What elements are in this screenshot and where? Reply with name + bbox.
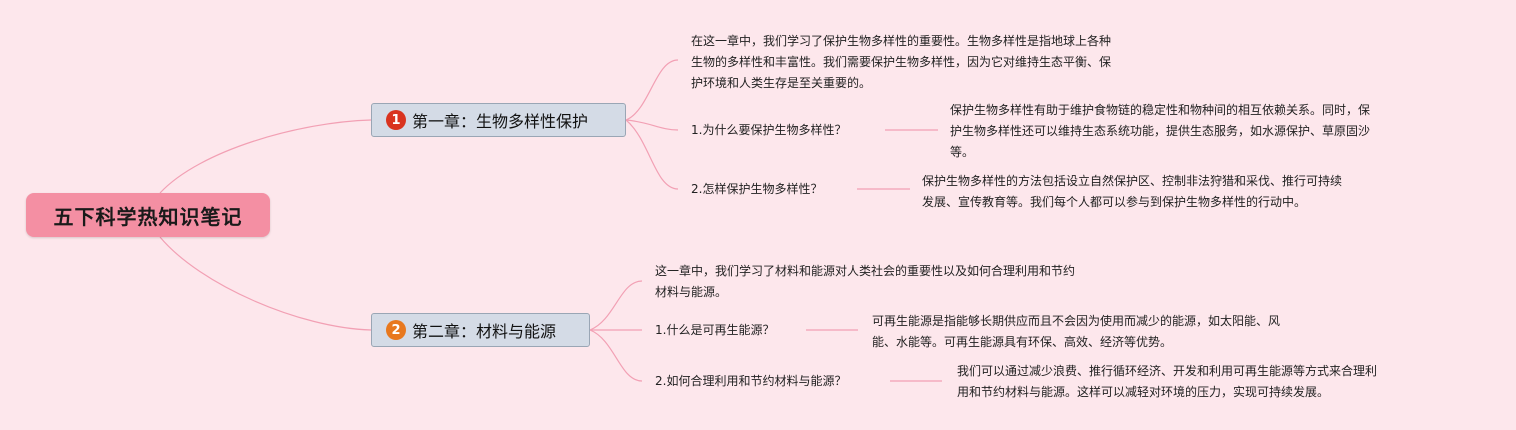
- chapter-2-answer-1[interactable]: 可再生能源是指能够长期供应而且不会因为使用而减少的能源，如太阳能、风 能、水能等…: [872, 314, 1281, 349]
- edge-root-chapter-1: [159, 119, 372, 194]
- chapter-1-answer-1[interactable]: 保护生物多样性有助于维护食物链的稳定性和物种间的相互依赖关系。同时，保 护生物多…: [950, 103, 1371, 159]
- chapter-2-question-2[interactable]: 2.如何合理利用和节约材料与能源？: [655, 374, 847, 388]
- edge-ch1-q1: [625, 119, 679, 131]
- chapter-1-summary[interactable]: 在这一章中，我们学习了保护生物多样性的重要性。生物多样性是指地球上各种 生物的多…: [691, 34, 1112, 90]
- edge-ch2-summary: [589, 280, 643, 331]
- root-title: 五下科学热知识笔记: [53, 204, 243, 229]
- chapter-1-question-1[interactable]: 1.为什么要保护生物多样性？: [691, 123, 847, 137]
- chapter-2-summary[interactable]: 这一章中，我们学习了材料和能源对人类社会的重要性以及如何合理利用和节约 材料与能…: [655, 264, 1076, 299]
- edge-root-chapter-2: [159, 236, 372, 331]
- chapter-2-question-1[interactable]: 1.什么是可再生能源？: [655, 323, 775, 337]
- chapter-2-topic[interactable]: 2 第二章：材料与能源: [371, 313, 590, 347]
- chapter-2-answer-2[interactable]: 我们可以通过减少浪费、推行循环经济、开发和利用可再生能源等方式来合理利 用和节约…: [957, 364, 1378, 399]
- chapter-1-question-2[interactable]: 2.怎样保护生物多样性？: [691, 182, 823, 196]
- edge-ch2-q2: [589, 329, 643, 382]
- chapter-1-topic[interactable]: 1 第一章：生物多样性保护: [371, 103, 626, 137]
- root-topic[interactable]: 五下科学热知识笔记: [26, 193, 270, 237]
- priority-2-icon: 2: [386, 320, 406, 340]
- edge-ch1-q2: [625, 119, 679, 190]
- chapter-1-title: 第一章：生物多样性保护: [412, 112, 589, 131]
- priority-1-icon: 1: [386, 110, 406, 130]
- edge-ch1-summary: [625, 59, 679, 121]
- chapter-1-answer-2[interactable]: 保护生物多样性的方法包括设立自然保护区、控制非法狩猎和采伐、推行可持续 发展、宣…: [922, 174, 1343, 209]
- chapter-2-title: 第二章：材料与能源: [412, 322, 557, 341]
